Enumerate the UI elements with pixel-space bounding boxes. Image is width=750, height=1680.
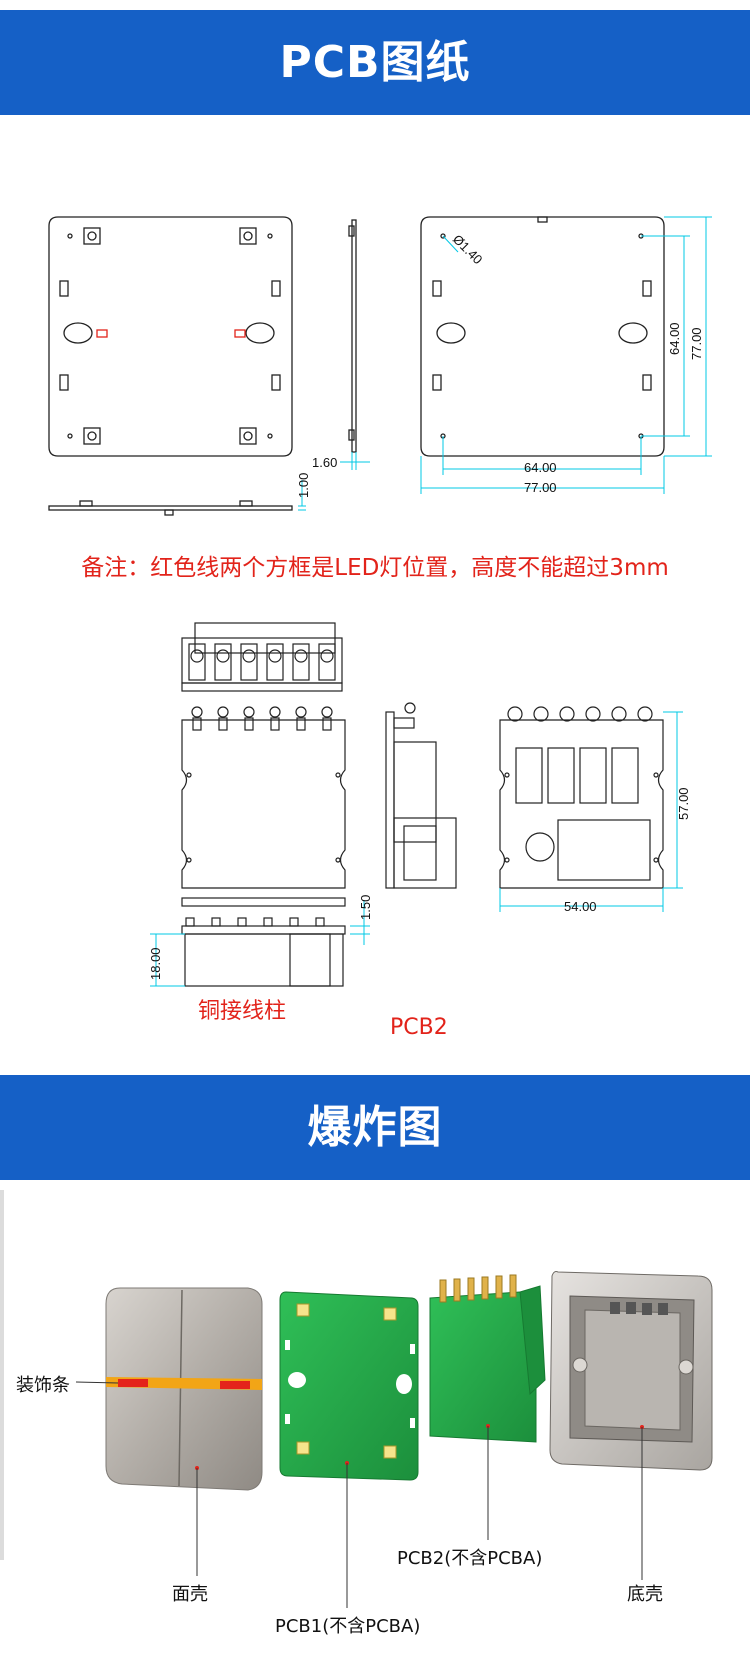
- pcb1-board: [279, 1291, 419, 1481]
- pcb1-side-view: [348, 219, 357, 453]
- pcb1-back-view: [420, 216, 665, 457]
- section-title: 爆炸图: [307, 1102, 443, 1153]
- section-banner-pcb-drawing: PCB图纸: [0, 10, 750, 115]
- pcb2-label: PCB2: [390, 1015, 448, 1040]
- pcb1-front-view: [48, 216, 293, 457]
- base-shell: [549, 1271, 713, 1471]
- dim-gap: 1.50: [358, 895, 373, 920]
- pcb2-board: [429, 1274, 546, 1443]
- dim-width: 54.00: [564, 899, 597, 914]
- dim-thickness: 1.60: [312, 455, 337, 470]
- dim-height: 57.00: [676, 787, 691, 820]
- led-position-right: [234, 329, 246, 338]
- terminal-block-top-view: [181, 622, 343, 692]
- terminal-label: 铜接线柱: [198, 999, 287, 1024]
- label-pcb2: PCB2(不含PCBA): [397, 1548, 543, 1569]
- pcb2-bottom-view: [181, 917, 346, 987]
- left-edge-bar: [0, 1190, 4, 1560]
- face-panel: [105, 1287, 263, 1491]
- label-pcb1: PCB1(不含PCBA): [275, 1616, 421, 1637]
- dim-inner-width: 64.00: [524, 460, 557, 475]
- section-banner-exploded: 爆炸图: [0, 1075, 750, 1180]
- pcb2-back-view: [499, 706, 664, 889]
- led-position-left: [96, 329, 108, 338]
- dim-outer-height: 77.00: [689, 327, 704, 360]
- dim-inner-height: 64.00: [667, 322, 682, 355]
- pcb2-front-view: [181, 706, 346, 907]
- section-title: PCB图纸: [279, 37, 471, 88]
- pcb1-bottom-view: [48, 500, 293, 516]
- label-trim: 装饰条: [16, 1375, 70, 1396]
- dim-standoff: 1.00: [296, 473, 311, 498]
- pcb2-drawing: 1.50 18.00 57.00 54.00: [148, 622, 691, 987]
- label-panel: 面壳: [172, 1584, 208, 1605]
- exploded-view: [75, 1271, 713, 1608]
- dim-terminal-height: 18.00: [148, 947, 163, 980]
- label-base: 底壳: [627, 1584, 663, 1605]
- pcb2-side-view: [385, 702, 457, 889]
- pcb1-drawing: 1.60 1.00 Ø1.40 64.00 77.00 64.00 77.00: [48, 216, 712, 516]
- led-note: 备注：红色线两个方框是LED灯位置，高度不能超过3mm: [81, 555, 669, 581]
- dim-outer-width: 77.00: [524, 480, 557, 495]
